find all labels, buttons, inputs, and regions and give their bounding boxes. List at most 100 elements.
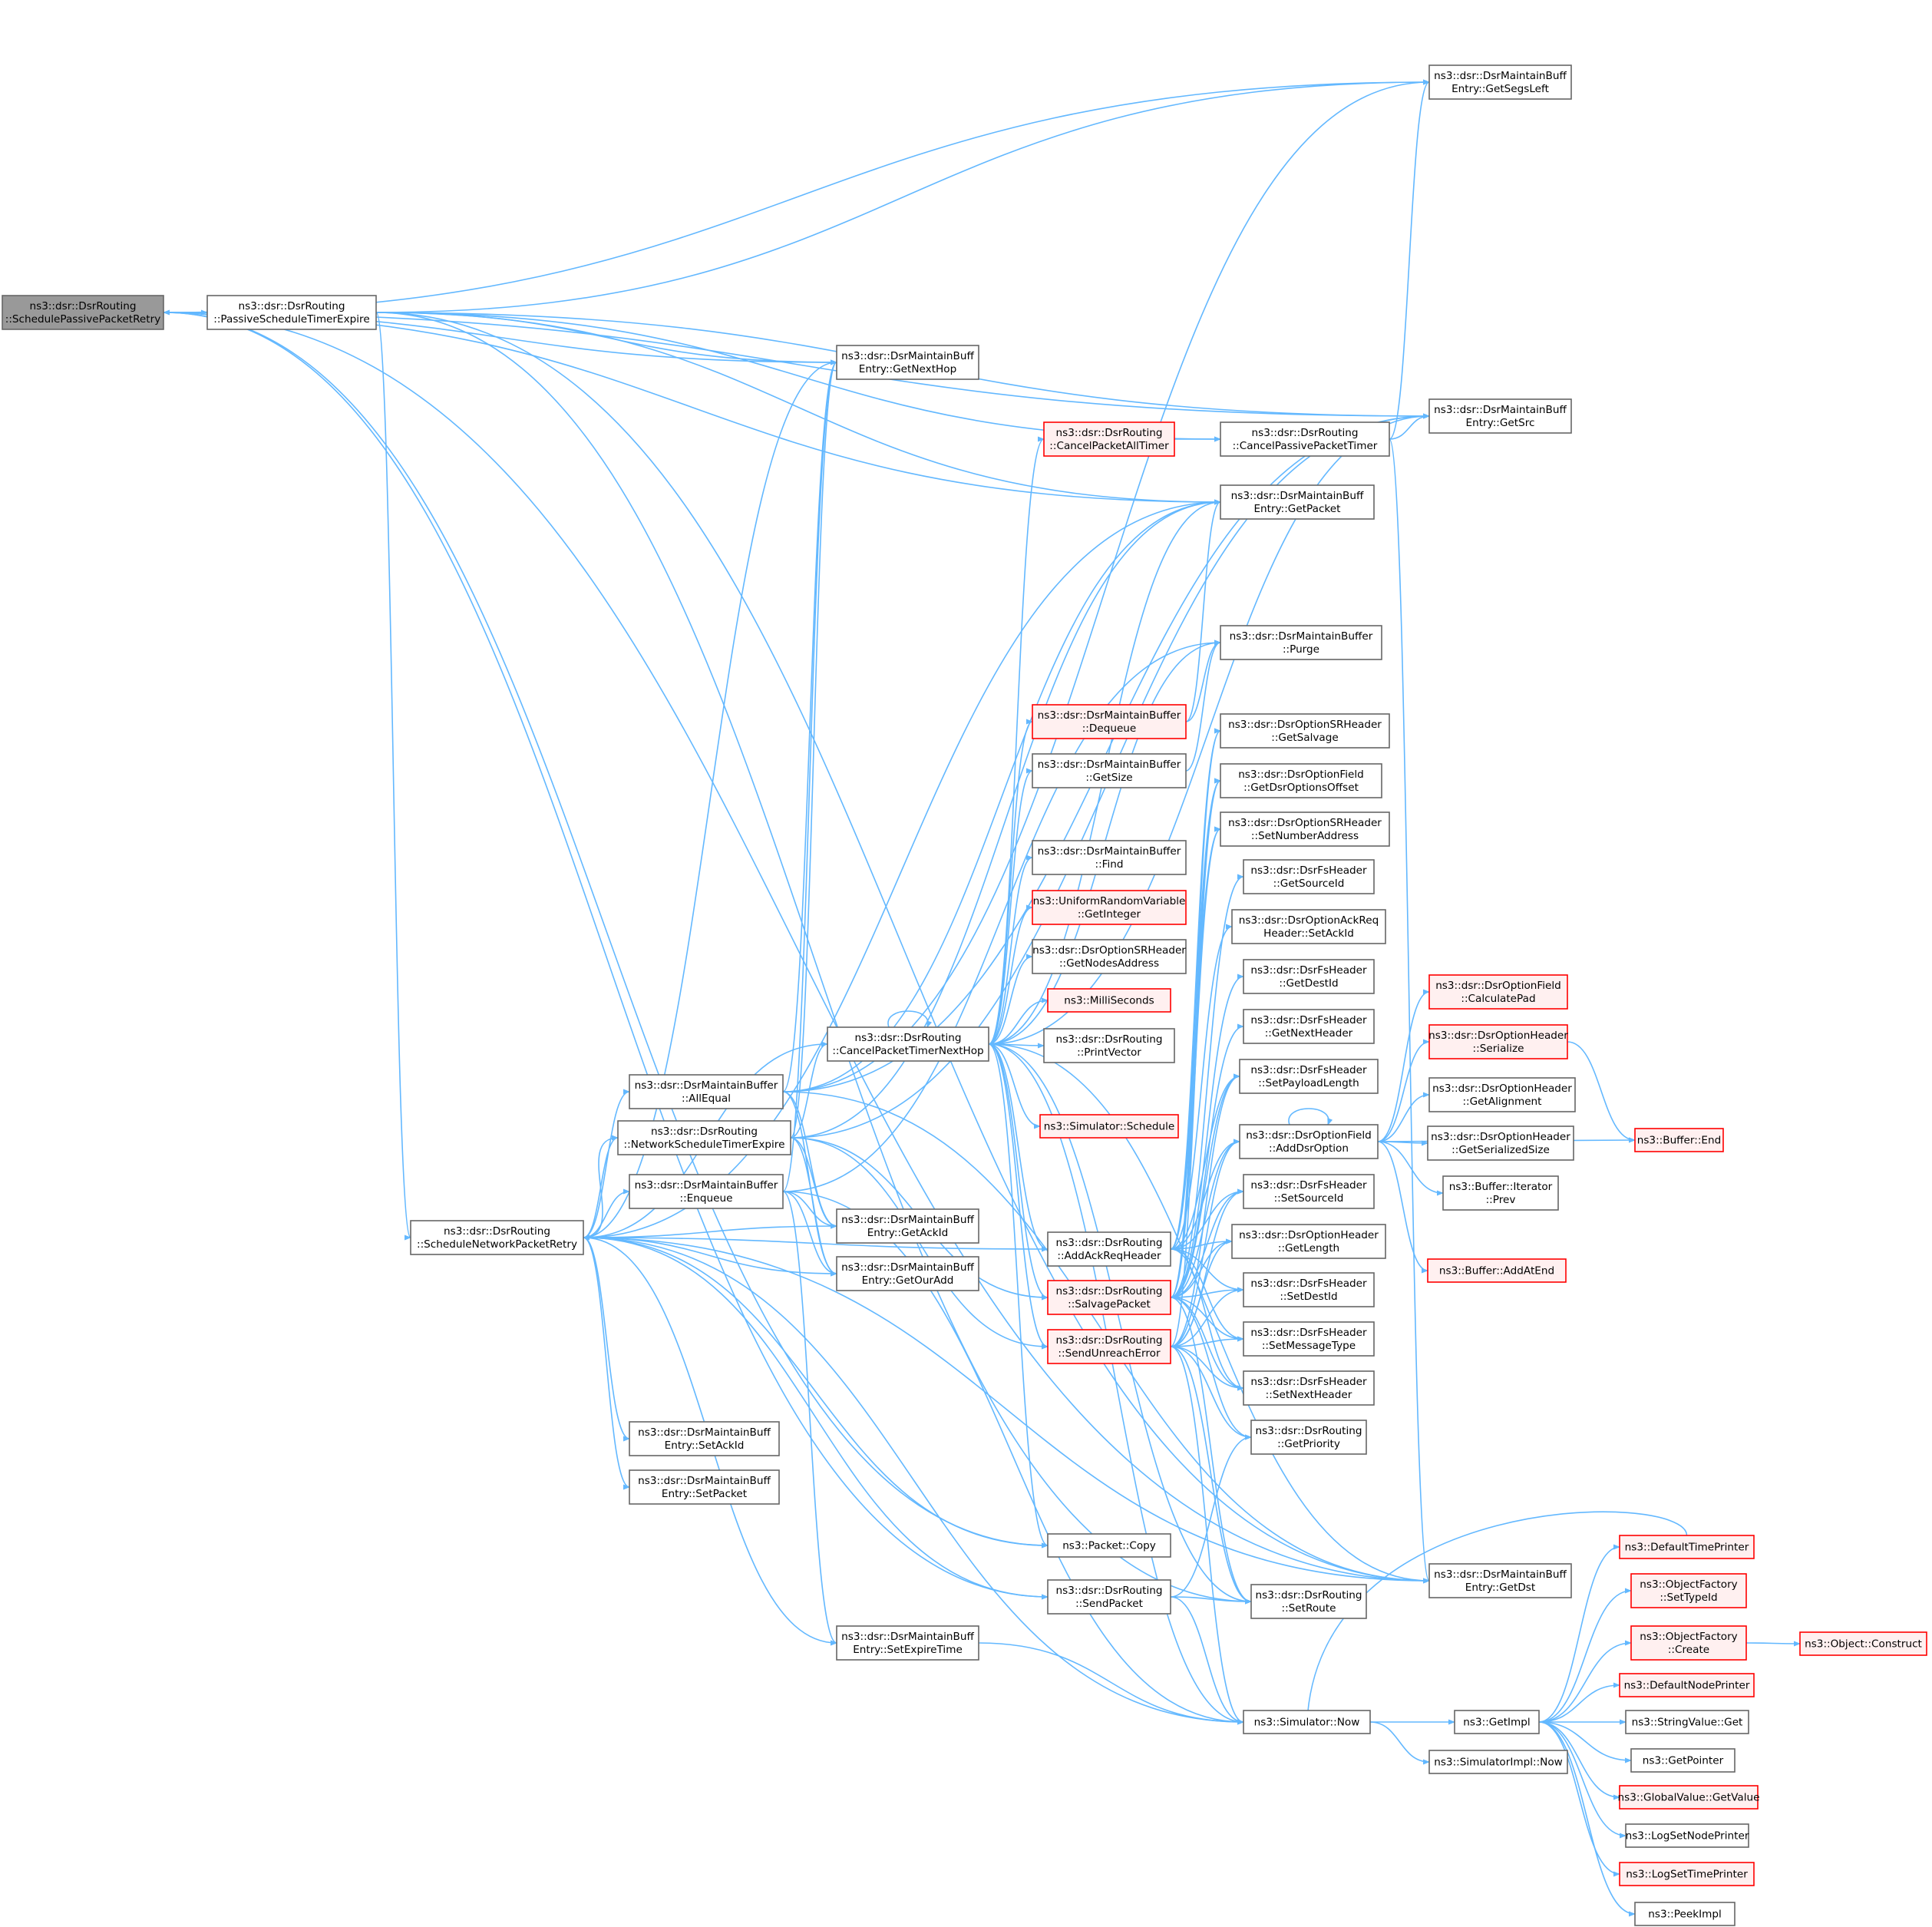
node-ns3-getimpl[interactable]: ns3::GetImpl — [1454, 1710, 1540, 1734]
edge-n24-to-n38 — [1170, 1139, 1240, 1347]
node-label: ns3::dsr::DsrRouting — [239, 300, 345, 312]
node-ns3-simulator-now[interactable]: ns3::Simulator::Now — [1243, 1710, 1371, 1734]
node-ns3-dsr-dsrrouting-passivescheduletimerexpire[interactable]: ns3::dsr::DsrRouting::PassiveScheduleTim… — [206, 295, 377, 330]
node-ns3-dsr-dsrmaintainbuffer-getsize[interactable]: ns3::dsr::DsrMaintainBuffer::GetSize — [1032, 753, 1187, 788]
node-ns3-object-construct[interactable]: ns3::Object::Construct — [1799, 1631, 1927, 1656]
node-ns3-globalvalue-getvalue[interactable]: ns3::GlobalValue::GetValue — [1618, 1785, 1760, 1810]
node-box — [1250, 1420, 1367, 1455]
node-ns3-dsr-dsrrouting-cancelpassivepackettimer[interactable]: ns3::dsr::DsrRouting::CancelPassivePacke… — [1220, 421, 1390, 457]
edge-n12-to-n18 — [988, 954, 1033, 1045]
node-box — [1243, 1009, 1375, 1044]
node-ns3-dsr-dsrmaintainbuffentry-getsegsleft[interactable]: ns3::dsr::DsrMaintainBuffEntry::GetSegsL… — [1428, 64, 1572, 100]
node-ns3-dsr-dsroptionsrheader-getsalvage[interactable]: ns3::dsr::DsrOptionSRHeader::GetSalvage — [1220, 713, 1390, 749]
node-ns3-dsr-dsrfsheader-getdestid[interactable]: ns3::dsr::DsrFsHeader::GetDestId — [1243, 959, 1375, 994]
edge-n24-to-n40 — [1170, 1238, 1233, 1347]
node-ns3-dsr-dsrmaintainbuffentry-getnexthop[interactable]: ns3::dsr::DsrMaintainBuffEntry::GetNextH… — [836, 345, 979, 380]
node-label: ::PassiveScheduleTimerExpire — [213, 313, 369, 326]
node-ns3-dsr-dsrfsheader-setnextheader[interactable]: ns3::dsr::DsrFsHeader::SetNextHeader — [1243, 1370, 1375, 1406]
node-ns3-buffer-end[interactable]: ns3::Buffer::End — [1634, 1128, 1724, 1152]
node-box — [1239, 1059, 1379, 1094]
node-ns3-dsr-dsrrouting-printvector[interactable]: ns3::dsr::DsrRouting::PrintVector — [1043, 1028, 1175, 1063]
node-label: ::NetworkScheduleTimerExpire — [624, 1139, 785, 1151]
node-ns3-defaulttimeprinter[interactable]: ns3::DefaultTimePrinter — [1619, 1535, 1755, 1559]
node-ns3-dsr-dsrrouting-setroute[interactable]: ns3::dsr::DsrRouting::SetRoute — [1250, 1584, 1367, 1619]
node-ns3-dsr-dsrrouting-schedulenetworkpacketretry[interactable]: ns3::dsr::DsrRouting::ScheduleNetworkPac… — [410, 1220, 584, 1255]
node-label: ::SetPayloadLength — [1258, 1077, 1359, 1089]
node-box — [1220, 421, 1390, 457]
node-ns3-dsr-dsroptionheader-serialize[interactable]: ns3::dsr::DsrOptionHeader::Serialize — [1428, 1024, 1568, 1059]
node-ns3-dsr-dsrmaintainbuffer-enqueue[interactable]: ns3::dsr::DsrMaintainBuffer::Enqueue — [629, 1174, 784, 1209]
node-ns3-dsr-dsrmaintainbuffentry-getpacket[interactable]: ns3::dsr::DsrMaintainBuffEntry::GetPacke… — [1220, 484, 1375, 520]
node-ns3-buffer-iterator-prev[interactable]: ns3::Buffer::Iterator::Prev — [1442, 1175, 1559, 1211]
node-ns3-dsr-dsrmaintainbuffer-find[interactable]: ns3::dsr::DsrMaintainBuffer::Find — [1032, 840, 1187, 875]
node-ns3-dsr-dsrmaintainbuffentry-getouradd[interactable]: ns3::dsr::DsrMaintainBuffEntry::GetOurAd… — [836, 1256, 979, 1291]
node-box — [1047, 1579, 1171, 1615]
node-ns3-dsr-dsroptionheader-getserializedsize[interactable]: ns3::dsr::DsrOptionHeader::GetSerialized… — [1427, 1125, 1574, 1161]
edge-n2-to-n26 — [583, 1237, 1049, 1600]
node-label: ns3::dsr::DsrMaintainBuff — [638, 1475, 771, 1487]
edge-n57-to-n61 — [1538, 1640, 1632, 1723]
node-ns3-dsr-dsrfsheader-setdestid[interactable]: ns3::dsr::DsrFsHeader::SetDestId — [1243, 1272, 1375, 1307]
node-ns3-peekimpl[interactable]: ns3::PeekImpl — [1634, 1902, 1735, 1926]
node-ns3-dsr-dsrrouting-getpriority[interactable]: ns3::dsr::DsrRouting::GetPriority — [1250, 1420, 1367, 1455]
node-label: ns3::dsr::DsrOptionField — [1435, 980, 1561, 992]
node-ns3-simulatorimpl-now[interactable]: ns3::SimulatorImpl::Now — [1428, 1750, 1568, 1774]
node-ns3-dsr-dsroptionheader-getlength[interactable]: ns3::dsr::DsrOptionHeader::GetLength — [1231, 1224, 1386, 1259]
node-ns3-objectfactory-create[interactable]: ns3::ObjectFactory::Create — [1630, 1625, 1747, 1661]
node-ns3-dsr-dsroptionfield-getdsroptionsoffset[interactable]: ns3::dsr::DsrOptionField::GetDsrOptionsO… — [1220, 763, 1382, 798]
node-ns3-uniformrandomvariable-getinteger[interactable]: ns3::UniformRandomVariable::GetInteger — [1032, 890, 1187, 925]
node-ns3-dsr-dsrrouting-salvagepacket[interactable]: ns3::dsr::DsrRouting::SalvagePacket — [1047, 1280, 1171, 1315]
node-ns3-dsr-dsrfsheader-getsourceid[interactable]: ns3::dsr::DsrFsHeader::GetSourceId — [1243, 859, 1375, 894]
node-ns3-dsr-dsrfsheader-getnextheader[interactable]: ns3::dsr::DsrFsHeader::GetNextHeader — [1243, 1009, 1375, 1044]
node-ns3-dsr-dsroptionheader-getalignment[interactable]: ns3::dsr::DsrOptionHeader::GetAlignment — [1428, 1077, 1576, 1112]
node-label: ns3::Packet::Copy — [1062, 1540, 1156, 1552]
node-ns3-dsr-dsrfsheader-setsourceid[interactable]: ns3::dsr::DsrFsHeader::SetSourceId — [1243, 1174, 1375, 1209]
node-ns3-dsr-dsroptionfield-adddsroption[interactable]: ns3::dsr::DsrOptionField::AddDsrOption — [1239, 1124, 1379, 1159]
node-ns3-dsr-dsrrouting-addackreqheader[interactable]: ns3::dsr::DsrRouting::AddAckReqHeader — [1047, 1231, 1171, 1267]
node-ns3-packet-copy[interactable]: ns3::Packet::Copy — [1047, 1533, 1171, 1558]
node-label: ns3::dsr::DsrFsHeader — [1250, 1064, 1367, 1076]
node-ns3-stringvalue-get[interactable]: ns3::StringValue::Get — [1625, 1710, 1749, 1734]
node-ns3-dsr-dsrrouting-sendpacket[interactable]: ns3::dsr::DsrRouting::SendPacket — [1047, 1579, 1171, 1615]
node-ns3-dsr-dsrmaintainbuffer-purge[interactable]: ns3::dsr::DsrMaintainBuffer::Purge — [1220, 625, 1382, 660]
edge-n1-to-n49 — [375, 312, 1430, 1584]
node-ns3-dsr-dsroptionfield-calculatepad[interactable]: ns3::dsr::DsrOptionField::CalculatePad — [1428, 974, 1568, 1010]
node-label: ::AddAckReqHeader — [1057, 1250, 1161, 1262]
node-label: ::GetAlignment — [1462, 1096, 1541, 1108]
node-ns3-dsr-dsrrouting-cancelpackettimernexthop[interactable]: ns3::dsr::DsrRouting::CancelPacketTimerN… — [827, 1026, 989, 1062]
node-ns3-milliseconds[interactable]: ns3::MilliSeconds — [1047, 988, 1171, 1013]
node-ns3-dsr-dsrmaintainbuffentry-setpacket[interactable]: ns3::dsr::DsrMaintainBuffEntry::SetPacke… — [629, 1469, 780, 1505]
node-label: ns3::dsr::DsrOptionSRHeader — [1228, 817, 1382, 829]
node-ns3-dsr-dsrmaintainbuffentry-setexpiretime[interactable]: ns3::dsr::DsrMaintainBuffEntry::SetExpir… — [836, 1625, 979, 1661]
node-box — [1239, 1124, 1379, 1159]
node-ns3-dsr-dsrfsheader-setmessagetype[interactable]: ns3::dsr::DsrFsHeader::SetMessageType — [1243, 1321, 1375, 1357]
node-ns3-objectfactory-settypeid[interactable]: ns3::ObjectFactory::SetTypeId — [1630, 1573, 1747, 1608]
node-ns3-dsr-dsrrouting-networkscheduletimerexpire[interactable]: ns3::dsr::DsrRouting::NetworkScheduleTim… — [617, 1120, 791, 1155]
node-ns3-defaultnodeprinter[interactable]: ns3::DefaultNodePrinter — [1619, 1673, 1755, 1697]
node-ns3-buffer-addatend[interactable]: ns3::Buffer::AddAtEnd — [1427, 1258, 1567, 1283]
node-ns3-dsr-dsrrouting-cancelpacketalltimer[interactable]: ns3::dsr::DsrRouting::CancelPacketAllTim… — [1043, 421, 1175, 457]
node-ns3-simulator-schedule[interactable]: ns3::Simulator::Schedule — [1039, 1114, 1179, 1139]
node-ns3-logsettimeprinter[interactable]: ns3::LogSetTimePrinter — [1619, 1862, 1755, 1886]
node-label: ns3::dsr::DsrRouting — [1056, 427, 1163, 439]
node-ns3-dsr-dsrrouting-schedulepassivepacketretry[interactable]: ns3::dsr::DsrRouting::SchedulePassivePac… — [2, 295, 164, 330]
node-ns3-logsetnodeprinter[interactable]: ns3::LogSetNodePrinter — [1625, 1823, 1749, 1848]
node-label: ::GetDestId — [1279, 977, 1338, 990]
node-ns3-dsr-dsroptionsrheader-getnodesaddress[interactable]: ns3::dsr::DsrOptionSRHeader::GetNodesAdd… — [1032, 939, 1187, 974]
node-ns3-dsr-dsroptionsrheader-setnumberaddress[interactable]: ns3::dsr::DsrOptionSRHeader::SetNumberAd… — [1220, 811, 1390, 847]
node-label: ::CancelPassivePacketTimer — [1233, 440, 1378, 452]
node-ns3-dsr-dsrfsheader-setpayloadlength[interactable]: ns3::dsr::DsrFsHeader::SetPayloadLength — [1239, 1059, 1379, 1094]
node-ns3-getpointer[interactable]: ns3::GetPointer — [1630, 1748, 1735, 1773]
node-ns3-dsr-dsrmaintainbuffer-allequal[interactable]: ns3::dsr::DsrMaintainBuffer::AllEqual — [629, 1074, 784, 1109]
node-ns3-dsr-dsrrouting-sendunreacherror[interactable]: ns3::dsr::DsrRouting::SendUnreachError — [1047, 1329, 1171, 1364]
edge-n12-to-n24 — [988, 1043, 1049, 1350]
node-label: ::SendUnreachError — [1058, 1347, 1161, 1360]
node-ns3-dsr-dsroptionackreqheader-setackid[interactable]: ns3::dsr::DsrOptionAckReqHeader::SetAckI… — [1231, 909, 1386, 944]
node-ns3-dsr-dsrmaintainbuffer-dequeue[interactable]: ns3::dsr::DsrMaintainBuffer::Dequeue — [1032, 704, 1187, 739]
node-box — [629, 1421, 780, 1456]
node-label: Entry::SetPacket — [662, 1488, 747, 1500]
